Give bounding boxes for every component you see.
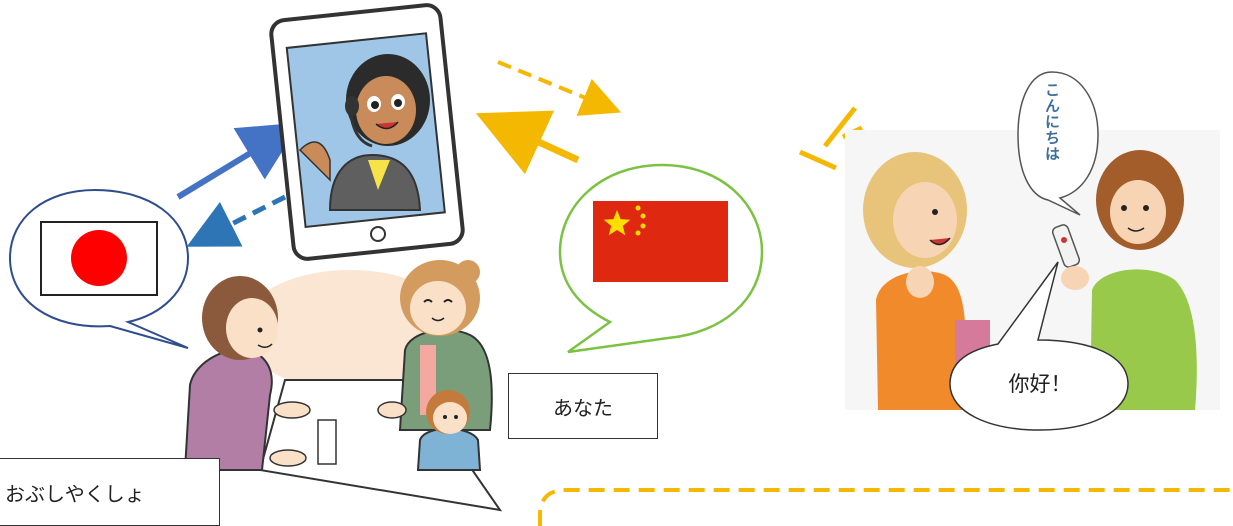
arrow-to-you [497, 60, 622, 116]
office-scene [183, 260, 503, 512]
chinese-hello-bubble [949, 261, 1129, 431]
japanese-hello-text: こんにちは [1043, 82, 1061, 162]
japanese-hello-bubble [1017, 71, 1099, 216]
translator-scene [798, 71, 1220, 431]
japan-flag-icon [40, 221, 158, 296]
china-flag-icon [593, 201, 728, 282]
arrow-to-official [186, 194, 287, 247]
dashed-frame [538, 488, 1233, 526]
japanese-speech-bubble [8, 188, 190, 349]
interpreter-avatar-icon [298, 54, 430, 211]
chinese-speech-bubble [558, 163, 764, 354]
chinese-hello-text: 你好！ [1008, 372, 1072, 396]
office-label: おぶしやくしょ [0, 458, 220, 526]
arrow-from-you [475, 110, 580, 175]
translator-device-icon [1051, 224, 1089, 290]
resident-child-figure [416, 390, 482, 471]
tablet-icon [269, 3, 465, 261]
you-label: あなた [508, 373, 658, 439]
arrow-to-tablet [176, 122, 301, 200]
office-staff-figure [183, 276, 311, 471]
